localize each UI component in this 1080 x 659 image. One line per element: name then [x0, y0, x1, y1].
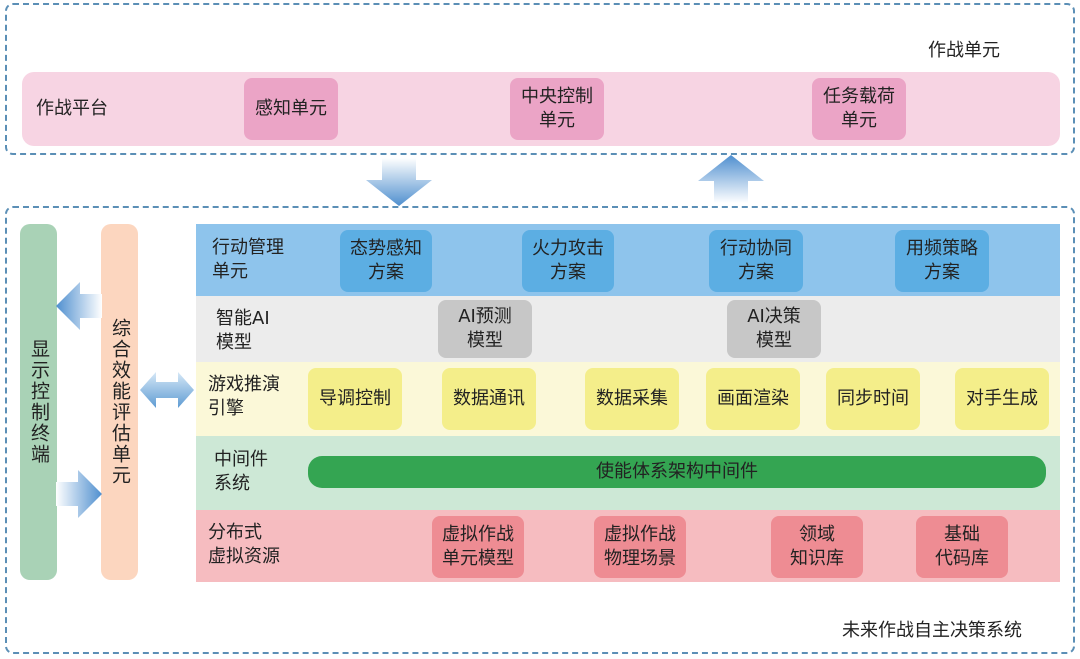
effectiveness-evaluation-unit: 综合效能评估单元: [101, 224, 138, 580]
ai-model-band: [196, 296, 1060, 362]
decision-system-frame: [5, 206, 1075, 654]
data-collection-chip: 数据采集: [585, 368, 679, 430]
down-arrow-icon: [366, 158, 432, 206]
combat-unit-frame: [5, 3, 1075, 155]
domain-knowledge-base-chip: 领域 知识库: [771, 516, 863, 578]
virtual-resource-label: 分布式 虚拟资源: [208, 522, 280, 567]
payload-unit-chip: 任务载荷 单元: [812, 78, 906, 140]
left-arrow-icon: [56, 282, 102, 330]
opponent-generation-chip: 对手生成: [955, 368, 1049, 430]
middleware-label: 中间件 系统: [214, 449, 268, 494]
action-management-label: 行动管理 单元: [212, 237, 284, 282]
ai-prediction-model-chip: AI预测 模型: [438, 300, 532, 358]
display-control-terminal: 显示控制终端: [20, 224, 57, 580]
central-control-unit-chip: 中央控制 单元: [510, 78, 604, 140]
game-engine-label: 游戏推演 引擎: [208, 374, 280, 419]
action-coordination-plan-chip: 行动协同 方案: [709, 230, 803, 292]
situation-awareness-plan-chip: 态势感知 方案: [340, 230, 432, 292]
right-arrow-icon: [56, 470, 102, 518]
virtual-combat-unit-model-chip: 虚拟作战 单元模型: [432, 516, 524, 578]
base-code-library-chip: 基础 代码库: [916, 516, 1008, 578]
rendering-chip: 画面渲染: [706, 368, 800, 430]
middleware-bar: 使能体系架构中间件: [308, 456, 1046, 488]
ai-model-label: 智能AI 模型: [216, 308, 270, 353]
directing-control-chip: 导调控制: [308, 368, 402, 430]
decision-system-caption: 未来作战自主决策系统: [842, 620, 1022, 641]
virtual-combat-scene-chip: 虚拟作战 物理场景: [594, 516, 686, 578]
ai-decision-model-chip: AI决策 模型: [727, 300, 821, 358]
combat-unit-caption: 作战单元: [928, 40, 1000, 61]
firepower-attack-plan-chip: 火力攻击 方案: [522, 230, 614, 292]
up-arrow-icon: [698, 155, 764, 203]
combat-platform-label: 作战平台: [36, 98, 108, 119]
data-communication-chip: 数据通讯: [442, 368, 536, 430]
time-sync-chip: 同步时间: [826, 368, 920, 430]
perception-unit-chip: 感知单元: [244, 78, 338, 140]
spectrum-strategy-plan-chip: 用频策略 方案: [895, 230, 989, 292]
bidirectional-arrow-icon: [140, 372, 194, 408]
